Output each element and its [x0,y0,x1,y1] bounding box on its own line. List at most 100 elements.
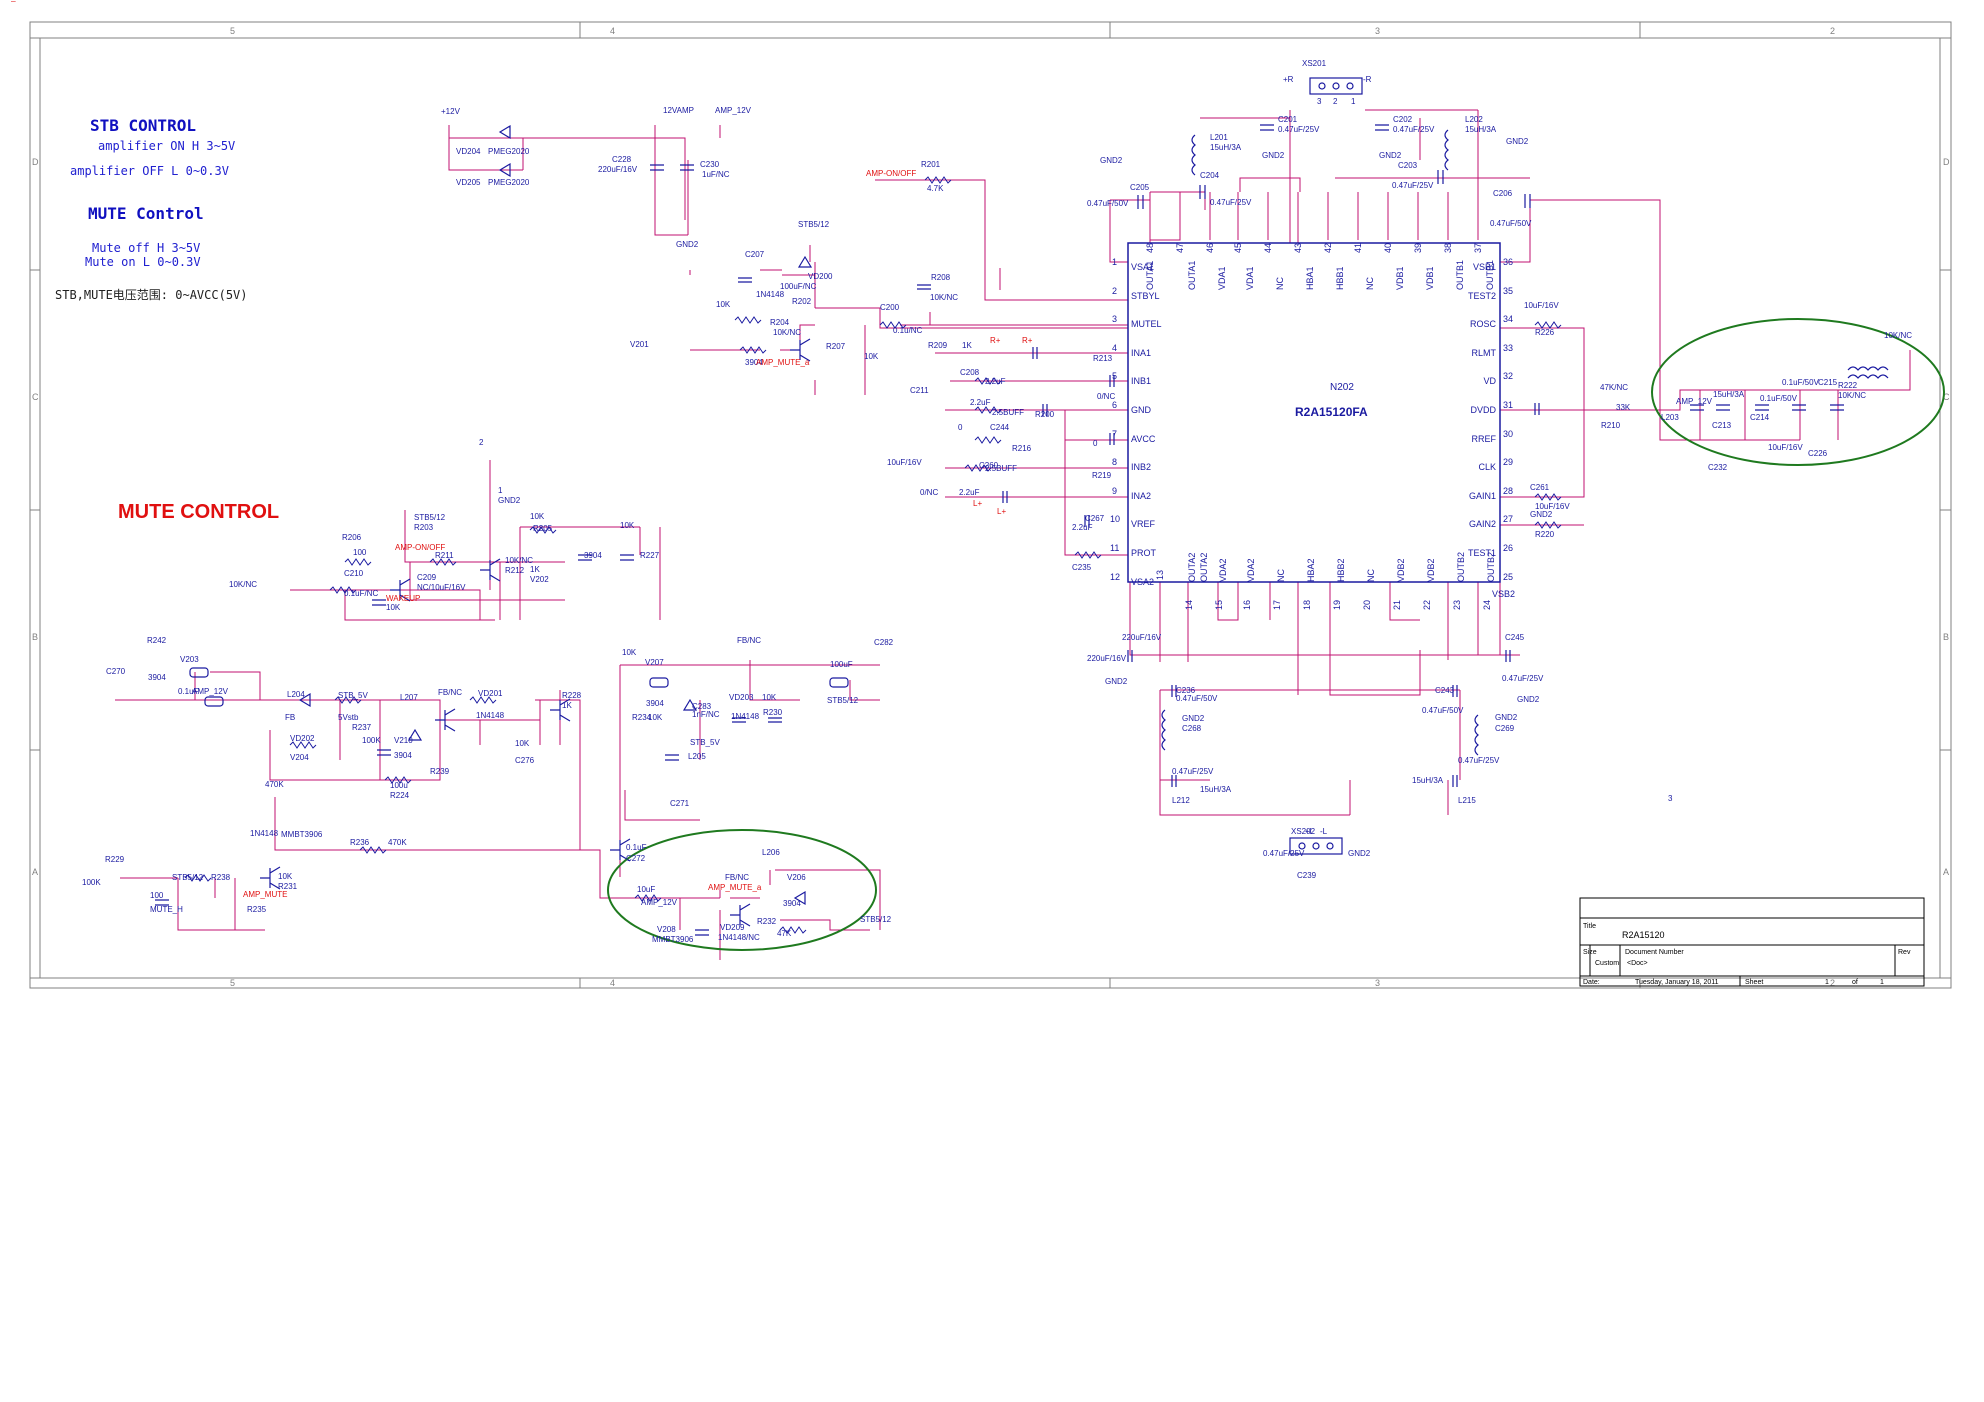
capacitor-c202 [1375,124,1389,131]
pin-number: 9 [1112,486,1117,496]
component-label: 470K [388,838,407,847]
component-label: 3 [1317,97,1322,106]
capacitor-c245 [1171,775,1177,787]
resistor-r216 [974,436,1002,444]
note-range: STB,MUTE电压范围: 0~AVCC(5V) [55,288,248,302]
diode-vd201 [298,692,311,708]
component-label: V202 [530,575,549,584]
inductor-l212 [1161,709,1166,751]
component-label: C207 [745,250,765,259]
capacitor-c283 [155,899,169,906]
component-label: 1N4148 [756,290,785,299]
component-label: R212 [505,566,525,575]
capacitor-c204 [1199,185,1206,199]
component-label: HP_MUTE [0,0,38,2]
pin-number: 10 [1110,514,1120,524]
frame-col-label: 4 [610,978,615,988]
component-label: 0.47uF/25V [1393,125,1435,134]
of-label: of [1852,979,1858,986]
component-label: C230 [700,160,720,169]
component-label: R205 [533,524,553,533]
component-label: AMP_12V [715,106,752,115]
component-label: 2.2uF/NC [0,0,34,2]
component-label: 0.1u/NC [893,326,923,335]
component-label: GND2 [1530,510,1553,519]
frame-col-label: 5 [230,26,235,36]
resistor-r212 [429,558,457,566]
pin-number: 25 [1503,572,1513,582]
pin-name: VSA1 [1131,262,1154,272]
component-label: L206 [762,848,780,857]
docnum-value: <Doc> [1627,960,1648,967]
resistor-r207 [739,346,767,354]
component-label: C268 [1182,724,1202,733]
component-label: C281 [0,0,20,2]
capacitor-c211 [1109,375,1115,387]
component-label: 12VAMP [663,106,694,115]
component-label: STB5/12 [860,915,892,924]
pin-name: OUTA1 [1187,261,1197,290]
component-label: XS202 [1291,827,1316,836]
component-label: 3904 [745,358,763,367]
pin-number: 24 [1482,600,1492,610]
note-stb-line2: amplifier OFF L 0~0.3V [70,164,229,178]
component-label: 47K [777,929,792,938]
pin-name: VD [1483,376,1496,386]
transistor-v204 [435,708,456,732]
docnum-label: Document Number [1625,949,1684,956]
component-label: MMBT3906 [652,935,694,944]
component-label: 220uF/16V [598,165,638,174]
component-label: 1N4148 [476,711,505,720]
pin-name: NC [1276,569,1286,582]
size-label: Size [1583,949,1597,956]
capacitor-c207 [738,277,752,283]
pin-name: RREF [1472,434,1497,444]
pin-name: MUTEL [1131,319,1162,329]
component-label: R236 [350,838,370,847]
component-label: AMP_12V [1676,397,1713,406]
capacitor-c272 [768,717,782,723]
capacitor-c210 [578,554,592,561]
component-label: AMP_12V [641,898,678,907]
pin-number: 20 [1362,600,1372,610]
pin-number: 1 [1112,257,1117,267]
pin-name: VDB2 [1396,558,1406,582]
capacitor-c282 [665,754,679,761]
component-label: R242 [147,636,167,645]
component-label: 0.47uF/25V [1278,125,1320,134]
frame-col-label: 4 [610,26,615,36]
component-label: 1K [530,565,540,574]
component-label: 0.47uF/25V [1172,767,1214,776]
component-symbols [155,77,1889,936]
resistor-r211 [344,558,372,566]
component-label: 15uH/3A [1412,776,1444,785]
pin-name: NC [1275,277,1285,290]
component-label: C267 [1085,514,1105,523]
component-label: 0.1uF/50V [1782,378,1820,387]
diode-vd203 [682,698,698,711]
component-label: NC/10uF/16V [417,583,466,592]
component-label: 10uF [637,885,655,894]
component-label: 47K [0,0,15,2]
frame-row-label: C [32,392,39,402]
component-label: 2.5BUFF [985,464,1017,473]
component-label: 2 [479,438,484,447]
component-label: STB5/12 [414,513,446,522]
pin-number: 33 [1503,343,1513,353]
inductor-l201 [1191,134,1196,176]
component-label: AMP-ON/OFF [866,169,916,178]
component-label: C260 [979,461,999,470]
pin-name: OUTA2 [1187,553,1197,582]
component-label: C204 [1200,171,1220,180]
component-label: 0/NC [920,488,938,497]
component-label: AMP_MUTE_a [708,883,762,892]
component-label: 0 [1093,439,1098,448]
component-label: R203 [414,523,434,532]
ferrite-l206 [829,677,849,688]
component-label: L202 [1465,115,1483,124]
pin-name: OUTB2 [1456,552,1466,582]
component-label: R228 [562,691,582,700]
pin-number: 39 [1413,243,1423,253]
pin-number: 21 [1392,600,1402,610]
